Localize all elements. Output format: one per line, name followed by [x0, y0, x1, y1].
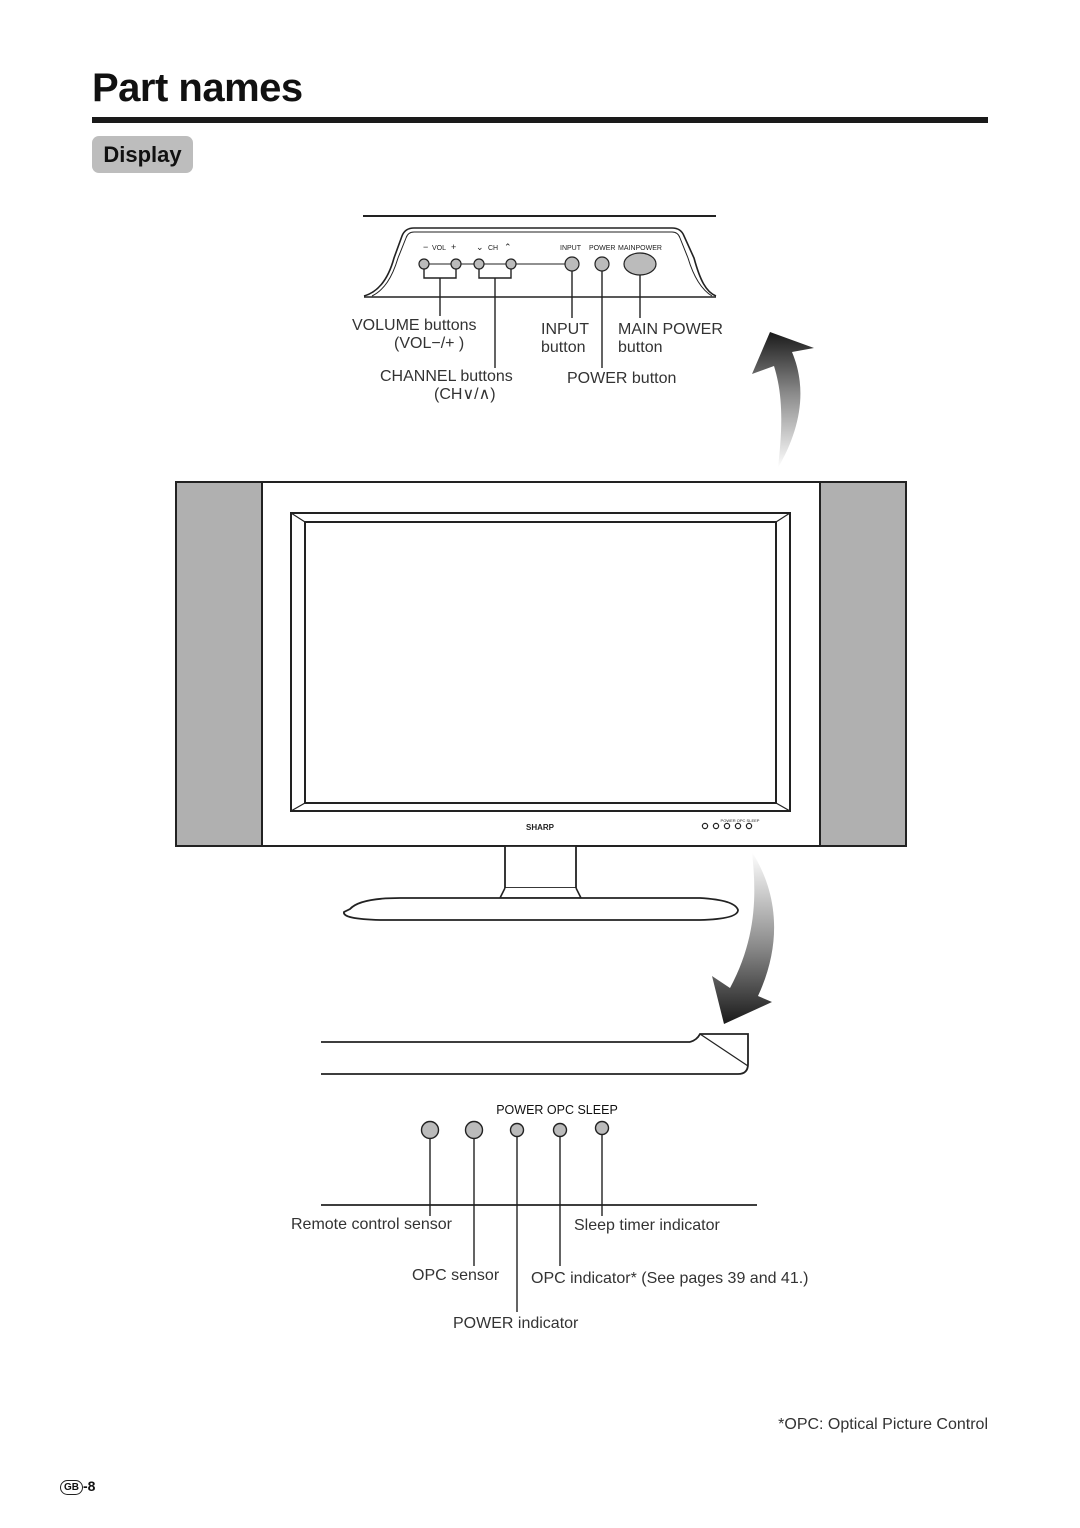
power-indicator	[509, 1122, 525, 1138]
main-power-button-sublabel: button	[618, 339, 663, 356]
power-indicator-label: POWER indicator	[453, 1315, 579, 1332]
channel-buttons-sublabel: (CH∨/∧)	[434, 386, 496, 403]
main-power-button	[623, 252, 657, 276]
input-printed-label: INPUT	[560, 245, 582, 252]
title-rule	[92, 117, 988, 123]
power-button	[594, 256, 610, 272]
bottom-edge-panel: POWER OPC SLEEP	[321, 1033, 757, 1312]
main-power-button-label: MAIN POWER	[618, 321, 723, 338]
power-button-label: POWER button	[567, 370, 677, 387]
opc-sensor-label: OPC sensor	[412, 1267, 500, 1284]
svg-text:⌄: ⌄	[476, 242, 484, 252]
tv-front: SHARP POWER OPC SLEEP	[175, 481, 907, 921]
page-number: GB-8	[60, 1478, 95, 1495]
tv-screen	[304, 521, 777, 804]
volume-buttons-label: VOLUME buttons	[352, 317, 477, 334]
top-control-panel: VOL − + ⌄ CH ⌃ INPUT POWER MAINPOWER	[363, 215, 717, 368]
sleep-timer-indicator	[594, 1120, 610, 1136]
brand-logo: SHARP	[526, 823, 555, 832]
sleep-timer-indicator-label: Sleep timer indicator	[574, 1217, 720, 1234]
input-button	[564, 256, 580, 272]
svg-text:⌃: ⌃	[504, 242, 512, 252]
vol-minus-button	[418, 258, 430, 270]
opc-footnote: *OPC: Optical Picture Control	[778, 1416, 988, 1433]
ch-down-button	[473, 258, 485, 270]
rotate-up-arrow	[752, 332, 814, 468]
left-speaker	[175, 481, 263, 847]
ch-printed-label: CH	[488, 245, 498, 252]
volume-buttons-sublabel: (VOL−/+ )	[394, 335, 465, 352]
right-speaker	[819, 481, 907, 847]
opc-sensor	[464, 1120, 484, 1140]
opc-indicator-label: OPC indicator* (See pages 39 and 41.)	[531, 1270, 809, 1287]
channel-buttons-label: CHANNEL buttons	[380, 368, 513, 385]
tv-indicator-text: POWER OPC SLEEP	[721, 818, 760, 823]
ch-up-button	[505, 258, 517, 270]
indicator-heading: POWER OPC SLEEP	[496, 1103, 618, 1117]
svg-text:+: +	[451, 242, 456, 252]
vol-printed-label: VOL	[432, 245, 446, 252]
remote-control-sensor-label: Remote control sensor	[291, 1216, 452, 1233]
remote-control-sensor	[420, 1120, 440, 1140]
region-badge: GB	[60, 1479, 83, 1495]
rotate-down-arrow	[712, 852, 775, 1024]
svg-text:−: −	[423, 242, 428, 252]
tv-stand-base	[343, 897, 739, 921]
input-button-label: INPUT	[541, 321, 589, 338]
opc-indicator	[552, 1122, 568, 1138]
input-button-sublabel: button	[541, 339, 586, 356]
tv-stand-neck	[504, 845, 577, 889]
mainpower-printed-label: MAINPOWER	[618, 245, 662, 252]
section-badge: Display	[92, 136, 193, 173]
page-title: Part names	[92, 66, 303, 110]
vol-plus-button	[450, 258, 462, 270]
power-printed-label: POWER	[589, 245, 615, 252]
page-number-value: -8	[83, 1478, 96, 1494]
